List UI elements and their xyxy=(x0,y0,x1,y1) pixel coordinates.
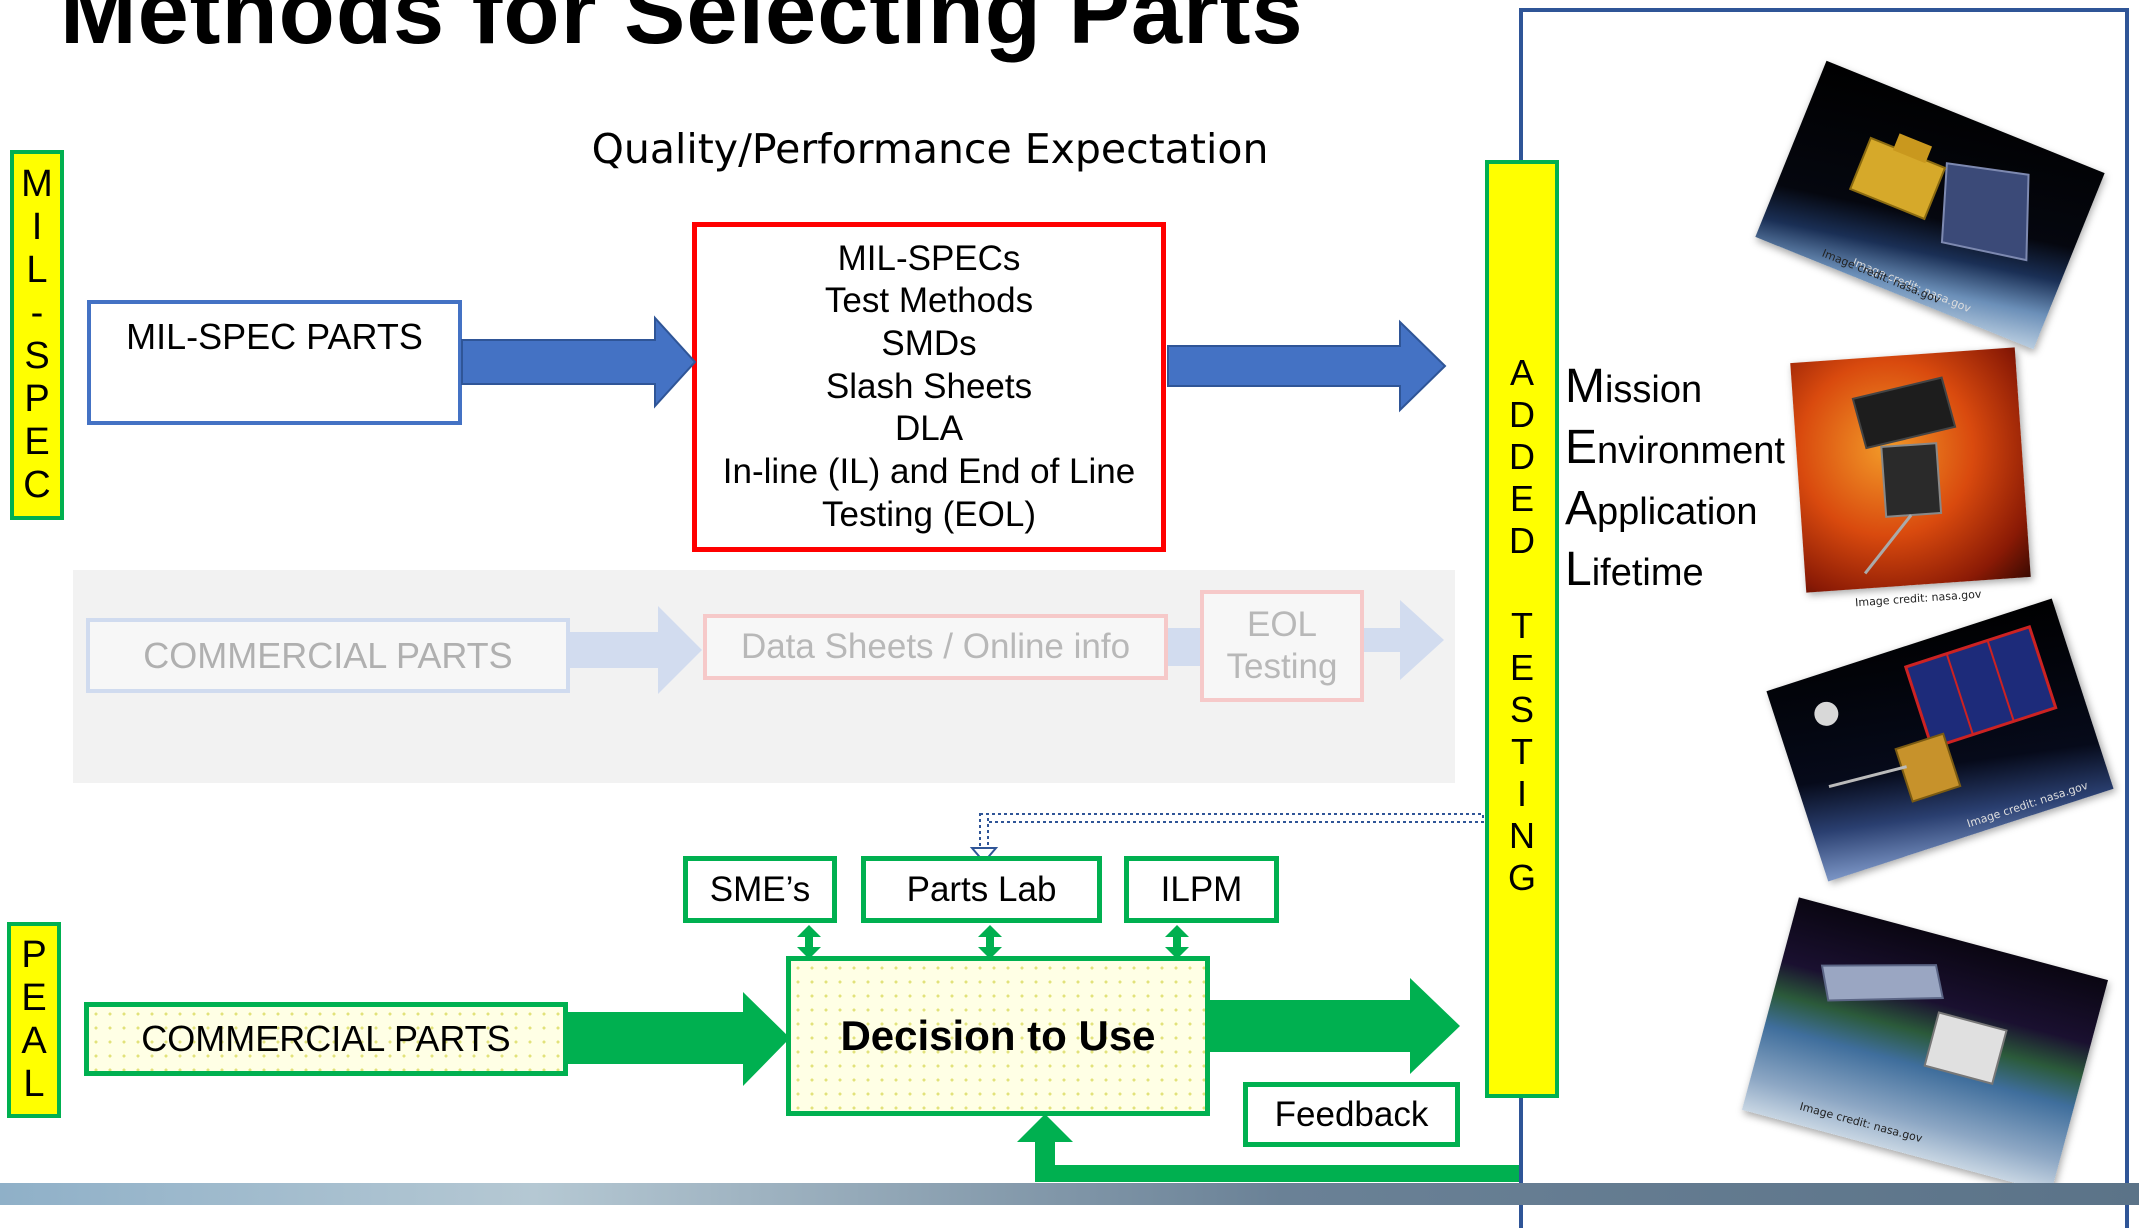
mil-spec-parts-box: MIL-SPEC PARTS xyxy=(87,300,462,425)
faded-eol-testing-box: EOL Testing xyxy=(1200,590,1364,702)
feedback-loop xyxy=(1017,1114,1519,1182)
mea-application: Application xyxy=(1565,482,1758,535)
faded-arrow-3 xyxy=(1364,600,1444,680)
commercial-parts-box: COMMERCIAL PARTS xyxy=(84,1002,568,1076)
green-arrow-commercial xyxy=(568,992,790,1086)
spec-line: Slash Sheets xyxy=(825,366,1033,406)
blue-arrow-1 xyxy=(461,315,697,409)
mea-list: Mission Environment Application Lifetime xyxy=(1565,358,1785,602)
satellite-image-1: Image credit: nasa.gov xyxy=(1755,60,2105,350)
faded-arrow-2 xyxy=(1168,628,1200,666)
probe-graphic xyxy=(1851,376,1957,575)
double-arrow-parts-lab xyxy=(978,925,1002,959)
faded-data-sheets-box: Data Sheets / Online info xyxy=(703,614,1168,680)
smes-box: SME’s xyxy=(683,856,837,923)
spec-line: DLA xyxy=(894,409,964,449)
page-title: Methods for Selecting Parts xyxy=(60,0,1304,63)
satellite-graphic-3 xyxy=(1814,624,2058,803)
spec-line: In-line (IL) and End of Line xyxy=(722,452,1136,492)
parts-lab-box: Parts Lab xyxy=(861,856,1102,923)
satellite-image-4: Image credit: nasa.gov xyxy=(1741,897,2109,1193)
ilpm-box: ILPM xyxy=(1124,856,1279,923)
satellite-image-2 xyxy=(1790,347,2031,593)
spec-line: Test Methods xyxy=(824,281,1034,321)
satellite-image-3: Image credit: nasa.gov xyxy=(1766,598,2114,882)
peal-label: P E A L xyxy=(7,922,61,1118)
decision-to-use-box: Decision to Use xyxy=(786,956,1210,1116)
mil-spec-label: M I L - S P E C xyxy=(10,150,64,520)
mea-mission: Mission xyxy=(1565,360,1703,413)
satellite-graphic xyxy=(1848,133,2030,262)
feedback-box: Feedback xyxy=(1243,1082,1460,1147)
spec-list-box: MIL-SPECs Test Methods SMDs Slash Sheets… xyxy=(692,222,1166,552)
faded-commercial-parts-box: COMMERCIAL PARTS xyxy=(86,618,570,693)
double-arrow-ilpm xyxy=(1165,925,1189,959)
added-testing-column: A D D E D T E S T I N G xyxy=(1485,160,1559,1098)
testing-feedback-connector xyxy=(979,813,1484,823)
mea-environment: Environment xyxy=(1565,421,1785,474)
double-arrow-smes xyxy=(797,925,821,959)
bottom-decorative-bar xyxy=(0,1183,2139,1205)
spec-line: MIL-SPECs xyxy=(837,238,1021,278)
spec-line: SMDs xyxy=(881,323,977,363)
subtitle: Quality/Performance Expectation xyxy=(591,125,1269,173)
blue-arrow-2 xyxy=(1167,319,1447,413)
faded-arrow-1 xyxy=(570,606,702,694)
mea-lifetime: Lifetime xyxy=(1565,543,1704,596)
spec-line: Testing (EOL) xyxy=(822,494,1036,534)
satellite-graphic-4 xyxy=(1820,964,2008,1085)
green-arrow-decision xyxy=(1208,978,1460,1074)
